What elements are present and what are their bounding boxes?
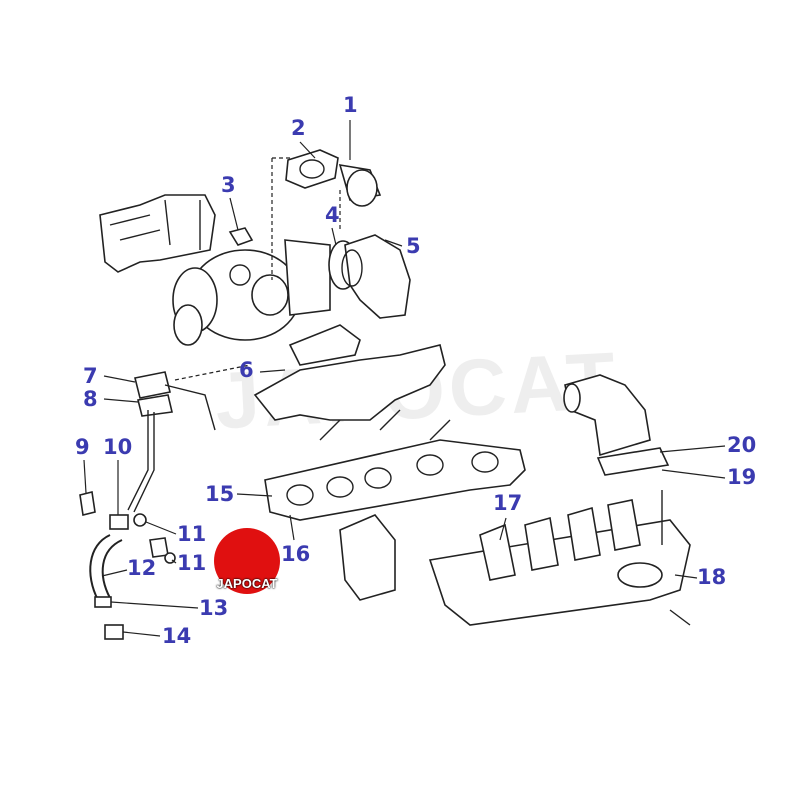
callout-10: 10 [103, 435, 133, 459]
manifold-bracket [339, 514, 396, 601]
japocat-logo: JAPOCAT [208, 528, 286, 606]
callout-7: 7 [83, 364, 98, 388]
callout-17: 17 [493, 491, 523, 515]
part-5-elbow [341, 234, 411, 319]
turbocharger [172, 239, 331, 346]
part-9-bolt [79, 491, 96, 516]
leader-lines [83, 120, 726, 637]
callout-20: 20 [727, 433, 757, 457]
part-3-gasket [228, 227, 254, 246]
part-11-washer [133, 513, 147, 527]
callout-6: 6 [239, 358, 254, 382]
part-6-gasket [288, 324, 361, 366]
logo-text: JAPOCAT [216, 576, 278, 591]
oil-pipe [127, 364, 251, 513]
part-14-fitting [104, 624, 124, 640]
callout-3: 3 [221, 173, 236, 197]
manifold-heat-shield [253, 344, 446, 421]
callout-19: 19 [727, 465, 757, 489]
callout-5: 5 [406, 234, 421, 258]
exhaust-manifold-right [428, 490, 691, 626]
callout-14: 14 [162, 624, 192, 648]
part-12-hose [89, 534, 123, 601]
callout-9: 9 [75, 435, 90, 459]
callout-16: 16 [281, 542, 311, 566]
part-2-gasket [285, 149, 339, 189]
part-11-union [149, 537, 169, 558]
part-20-elbow [563, 374, 651, 457]
callout-15: 15 [205, 482, 235, 506]
callout-11-lower: 11 [177, 551, 207, 575]
part-19-gasket [596, 447, 670, 476]
part-10-banjo [109, 514, 129, 530]
part-13-clamp [94, 596, 112, 608]
exhaust-manifold-left [264, 409, 526, 521]
turbo-heat-shield [99, 194, 216, 273]
callout-18: 18 [697, 565, 727, 589]
callout-11-upper: 11 [177, 522, 207, 546]
callout-8: 8 [83, 387, 98, 411]
callout-13: 13 [199, 596, 229, 620]
part-1-pipe [338, 164, 382, 207]
callout-12: 12 [127, 556, 157, 580]
logo-circle [214, 528, 280, 594]
callout-1: 1 [343, 93, 358, 117]
callout-2: 2 [291, 116, 306, 140]
callout-4: 4 [325, 203, 340, 227]
